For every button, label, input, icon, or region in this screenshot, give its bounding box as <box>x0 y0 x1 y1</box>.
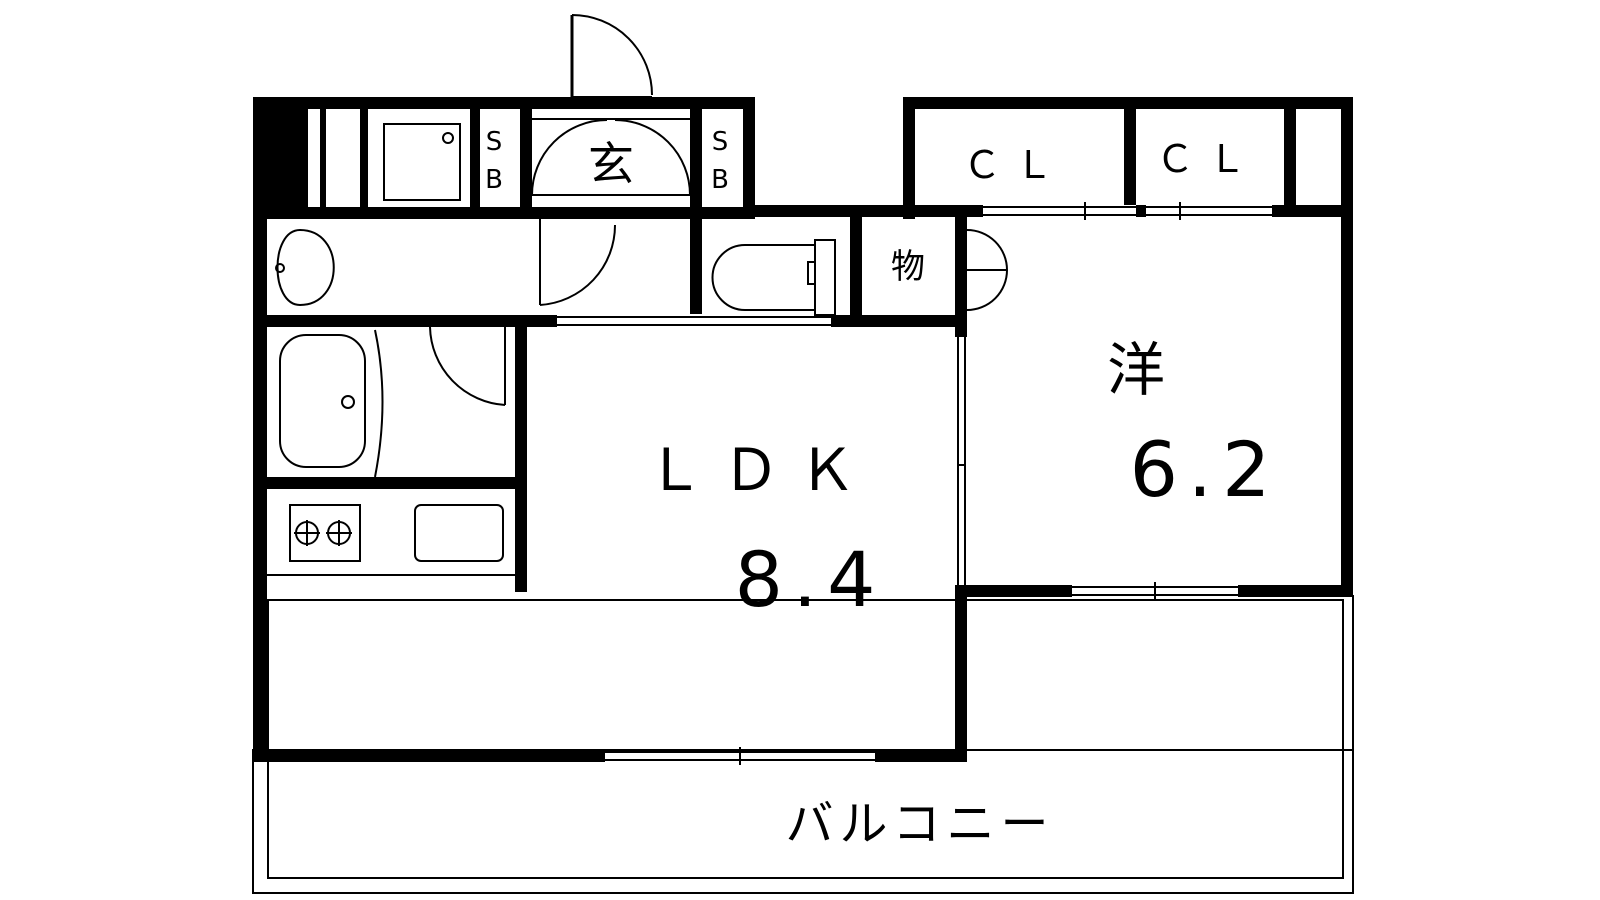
balcony-area <box>252 595 1354 894</box>
windows <box>557 202 1272 765</box>
toilet-icon <box>711 239 836 316</box>
ldk-name-label: ＬＤＫ <box>646 436 874 504</box>
closet-1-label: ＣＬ <box>963 143 1067 187</box>
ldk-size-label: 8.4 <box>735 535 886 624</box>
western-room-name-label: 洋 <box>1107 336 1183 404</box>
wash-basin-icon <box>276 228 335 307</box>
room-labels: S B 玄 S B ＣＬ ＣＬ 物 ＬＤＫ 8.4 洋 6.2 バルコニー <box>485 127 1281 852</box>
kitchen-sink-icon <box>414 504 504 562</box>
shoebox-right-label-2: B <box>711 165 729 195</box>
stove-icon <box>289 504 361 562</box>
closet-2-label: ＣＬ <box>1156 137 1260 181</box>
entrance-label: 玄 <box>588 137 634 191</box>
balcony-label: バルコニー <box>785 796 1054 852</box>
shoebox-left-label-1: S <box>486 127 503 157</box>
storage-label: 物 <box>891 247 925 287</box>
shoebox-right-label-1: S <box>712 127 729 157</box>
washing-machine-icon <box>383 123 461 201</box>
western-room-size-label: 6.2 <box>1130 425 1281 514</box>
fixtures <box>267 123 836 576</box>
shoebox-left-label-2: B <box>485 165 503 195</box>
bathtub-icon <box>279 334 366 468</box>
doors <box>429 14 1008 406</box>
